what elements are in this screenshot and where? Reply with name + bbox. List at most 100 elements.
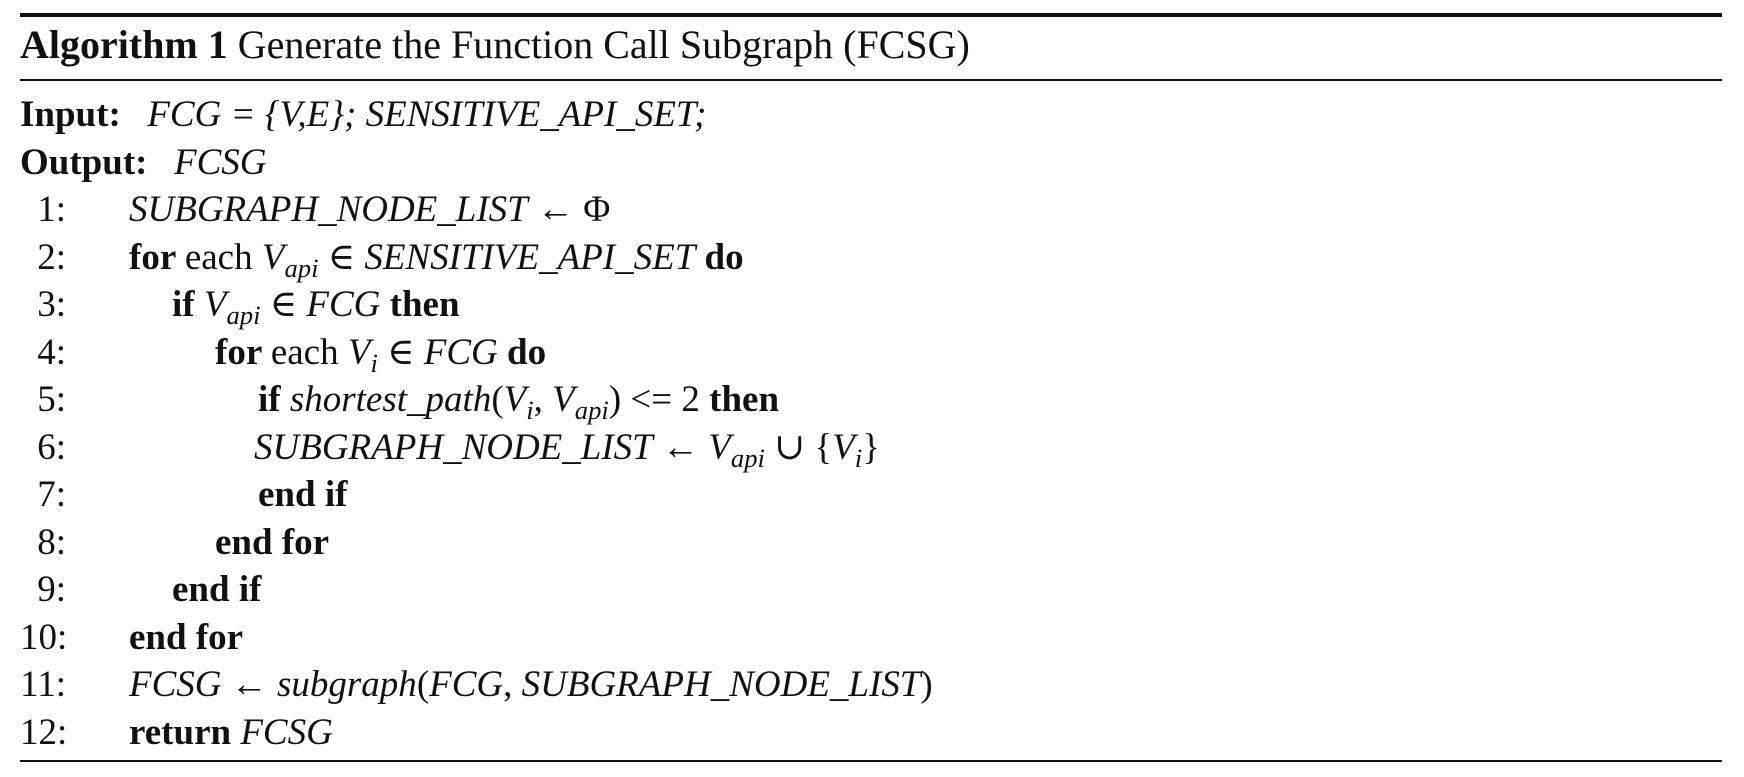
step-number: 6: (37, 426, 66, 468)
token-rparen: ) (608, 379, 622, 420)
token-rbrace: } (862, 426, 880, 468)
algorithm-step: 8: end for (20, 519, 1722, 567)
token-fcsg: FCSG (240, 711, 333, 753)
step-body: return FCSG (129, 709, 333, 757)
token-arrow: ← (230, 664, 268, 705)
keyword-return: return (129, 711, 232, 753)
token-comma: , (503, 664, 513, 705)
algorithm-step: 11: FCSG ← subgraph(FCG, SUBGRAPH_NODE_L… (20, 661, 1722, 709)
algorithm-step: 3: if Vapi ∈ FCG then (20, 281, 1722, 329)
algorithm-step: 10: end for (20, 614, 1722, 662)
token-sub-api: api (730, 442, 765, 473)
keyword-then: then (389, 284, 460, 325)
step-body: end if (258, 471, 347, 519)
keyword-end-if: end if (258, 474, 348, 515)
token-v: V (347, 331, 371, 373)
keyword-end-if: end if (172, 569, 262, 610)
step-number: 7: (37, 474, 66, 515)
bottom-rule (20, 760, 1722, 762)
keyword-then: then (709, 379, 780, 420)
token-arrow: ← (662, 426, 700, 468)
token-sub-i: i (526, 394, 534, 425)
keyword-if: if (258, 379, 281, 420)
token-v: V (708, 426, 731, 468)
caption-rule (20, 79, 1722, 81)
keyword-each: each (184, 236, 253, 278)
token-comma: , (533, 379, 543, 420)
algorithm-steps: 1: SUBGRAPH_NODE_LIST ← Φ 2: for each Va… (20, 186, 1722, 756)
token-sub-api: api (284, 252, 319, 283)
output-value: FCSG (173, 141, 267, 183)
token-arrow: ← (537, 189, 575, 230)
token-sub-api: api (574, 394, 609, 425)
input-line: Input: FCG = {V,E}; SENSITIVE_API_SET; (20, 91, 1722, 139)
token-sub-api: api (226, 299, 261, 330)
keyword-each: each (270, 331, 339, 373)
step-body: if shortest_path(Vi, Vapi) <= 2 then (258, 376, 779, 424)
token-v: V (203, 284, 227, 325)
step-number: 10: (20, 616, 68, 658)
algorithm-step: 2: for each Vapi ∈ SENSITIVE_API_SET do (20, 234, 1722, 282)
step-body: SUBGRAPH_NODE_LIST ← Vapi ∪ {Vi} (254, 424, 880, 472)
token-elem: ∈ (327, 236, 356, 278)
step-number: 4: (37, 331, 66, 373)
algorithm-step: 7: end if (20, 471, 1722, 519)
token-lbrace: { (814, 426, 833, 468)
step-number: 9: (37, 569, 66, 610)
keyword-for: for (129, 236, 185, 278)
token-sub-i: i (370, 347, 378, 378)
token-v: V (503, 379, 527, 420)
algorithm-step: 9: end if (20, 566, 1722, 614)
step-body: end if (172, 566, 261, 614)
top-rule (20, 13, 1722, 17)
token-sub-i: i (854, 442, 863, 473)
token-elem: ∈ (269, 284, 298, 325)
token-subgraph-fn: subgraph (277, 664, 417, 705)
step-number: 11: (20, 664, 66, 705)
algorithm-step: 6: SUBGRAPH_NODE_LIST ← Vapi ∪ {Vi} (20, 424, 1722, 472)
step-body: end for (129, 614, 243, 662)
output-label: Output: (20, 141, 148, 183)
step-body: for each Vi ∈ FCG do (215, 329, 546, 377)
token-v: V (261, 236, 285, 278)
token-v: V (832, 426, 855, 468)
step-body: FCSG ← subgraph(FCG, SUBGRAPH_NODE_LIST) (129, 661, 933, 709)
token-le2: <= 2 (630, 379, 700, 420)
algorithm-block: Algorithm 1 Generate the Function Call S… (20, 13, 1722, 762)
keyword-do: do (507, 331, 547, 373)
token-subgraph-node-list: SUBGRAPH_NODE_LIST (254, 426, 653, 468)
step-number: 3: (37, 284, 66, 325)
keyword-end-for: end for (129, 616, 244, 658)
keyword-for: for (215, 331, 271, 373)
step-body: for each Vapi ∈ SENSITIVE_API_SET do (129, 234, 744, 282)
step-body: if Vapi ∈ FCG then (172, 281, 460, 329)
token-v: V (552, 379, 575, 420)
algorithm-caption: Algorithm 1 Generate the Function Call S… (20, 17, 1722, 73)
keyword-if: if (172, 284, 195, 325)
keyword-do: do (704, 236, 744, 278)
token-lparen: ( (491, 379, 504, 420)
token-phi: Φ (583, 189, 611, 230)
token-union: ∪ (774, 426, 806, 468)
token-fcg: FCG (423, 331, 498, 373)
token-rparen: ) (920, 664, 933, 705)
step-number: 8: (37, 521, 66, 563)
algorithm-step: 5: if shortest_path(Vi, Vapi) <= 2 then (20, 376, 1722, 424)
step-number: 5: (37, 379, 66, 420)
token-shortest-path: shortest_path (289, 379, 492, 420)
algorithm-label: Algorithm 1 (20, 22, 228, 67)
token-sensitive-api-set: SENSITIVE_API_SET (364, 236, 696, 278)
input-label: Input: (20, 94, 121, 135)
token-fcg: FCG (429, 664, 504, 705)
input-value: FCG = {V,E}; SENSITIVE_API_SET; (147, 94, 707, 135)
step-number: 1: (37, 189, 66, 230)
io-block: Input: FCG = {V,E}; SENSITIVE_API_SET; O… (20, 91, 1722, 186)
algorithm-step: 1: SUBGRAPH_NODE_LIST ← Φ (20, 186, 1722, 234)
token-fcg: FCG (306, 284, 381, 325)
algorithm-title: Generate the Function Call Subgraph (FCS… (237, 22, 970, 67)
step-number: 2: (37, 236, 66, 278)
step-number: 12: (20, 711, 68, 753)
keyword-end-for: end for (215, 521, 330, 563)
token-subgraph-node-list: SUBGRAPH_NODE_LIST (129, 189, 528, 230)
token-elem: ∈ (387, 331, 415, 373)
